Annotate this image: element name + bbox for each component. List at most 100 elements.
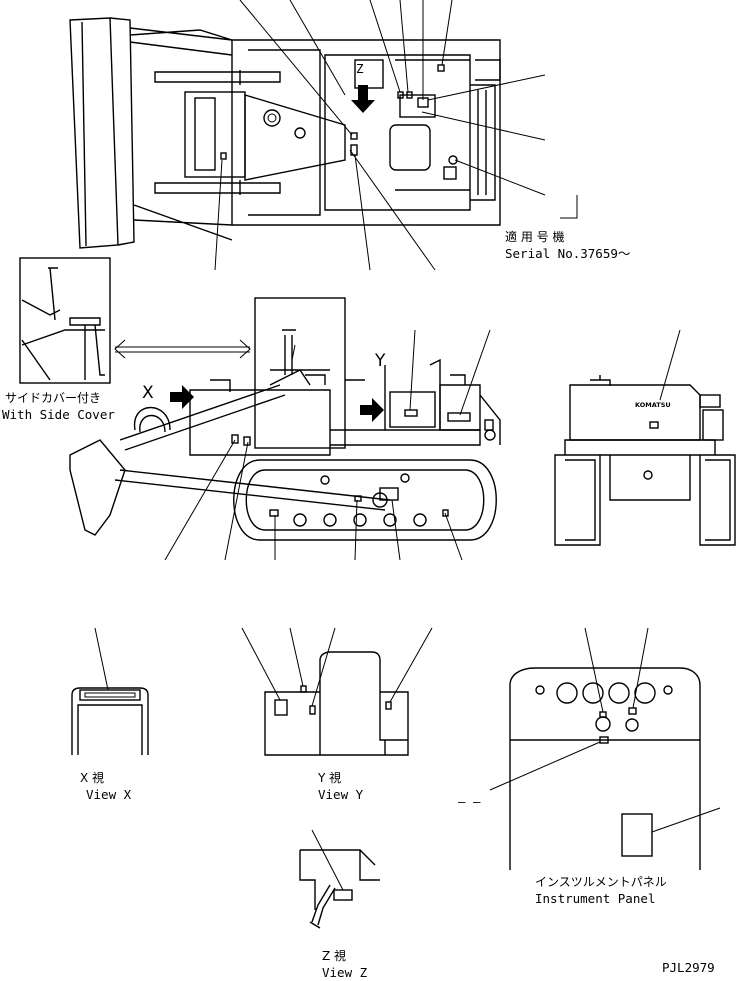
- rear-view-leader-line: [659, 329, 681, 401]
- top-view-push-arms: [129, 27, 233, 241]
- view-y-console: [264, 651, 409, 756]
- track-roller: [413, 513, 427, 527]
- instrument-panel-label-box: [599, 711, 607, 718]
- side-view-label-box: [269, 509, 279, 517]
- view-z-caption-en: View Z: [322, 965, 368, 980]
- view-y-caption-jp: Y 視: [317, 770, 341, 785]
- instrument-panel-dash: – –: [458, 794, 481, 809]
- rear-view-label-box: [649, 421, 659, 429]
- rear-view: KOMATSU: [554, 329, 736, 546]
- instrument-panel-label-box: [628, 707, 637, 715]
- side-view-label-box: [404, 409, 418, 417]
- track-roller: [383, 513, 397, 527]
- top-view-pivot-2: [294, 127, 306, 139]
- view-z-panel: [299, 849, 380, 910]
- view-z-direction-arrow: [351, 85, 375, 113]
- side-view-panel: [389, 391, 436, 428]
- view-x-label-plate-inner: [84, 692, 136, 698]
- view-y-label-box: [300, 685, 307, 693]
- view-y-label-box: [385, 701, 392, 710]
- instrument-panel-key-switch: [595, 716, 611, 732]
- top-view: Z 適 用 号 機 Serial No.37659～: [69, 0, 630, 271]
- top-view-seat: [389, 124, 431, 171]
- instrument-panel-gauge: [608, 682, 630, 704]
- top-view-tracks: [470, 59, 501, 201]
- top-view-panel: [399, 94, 436, 118]
- track-roller: [353, 513, 367, 527]
- view-y-label-box: [274, 699, 288, 716]
- instrument-panel-outline: [509, 667, 701, 870]
- instrument-panel: – – インスツルメントパネル Instrument Panel: [458, 627, 721, 906]
- instrument-panel-label-box: [599, 736, 609, 744]
- top-view-label-box: [350, 132, 358, 140]
- view-z: Z 視 View Z: [299, 829, 380, 980]
- side-cover-inset: サイドカバー付き With Side Cover: [2, 257, 251, 422]
- top-view-boom: [244, 94, 346, 181]
- serial-bracket: [560, 195, 578, 219]
- side-view-label-box: [231, 434, 239, 444]
- rear-view-hood: [569, 375, 701, 441]
- instrument-panel-switch: [625, 718, 639, 732]
- top-view-engine: [324, 54, 471, 211]
- view-x: X 視 View X: [71, 627, 149, 802]
- side-view-operator-area: [330, 358, 481, 446]
- side-view-engine: [439, 374, 501, 445]
- instrument-panel-gauge: [582, 682, 604, 704]
- view-z-caption-jp: Z 視: [322, 948, 346, 963]
- top-view-pivot-inner: [267, 113, 277, 123]
- side-cover-frame: [19, 257, 111, 384]
- top-view-pivot: [263, 109, 281, 127]
- rear-view-cap: [699, 394, 721, 408]
- top-view-leader-lines: [214, 0, 546, 271]
- side-cover-double-arrow: [114, 339, 251, 359]
- serial-label-en: Serial No.37659～: [505, 246, 630, 261]
- instrument-panel-caption-jp: インスツルメントパネル: [535, 875, 667, 889]
- top-view-label-box: [437, 64, 445, 72]
- instrument-panel-leader-lines: [489, 627, 721, 833]
- rear-view-brand-decal: KOMATSU: [635, 401, 671, 409]
- side-cover-drawing: [21, 267, 105, 381]
- marker-x: X: [142, 383, 154, 403]
- view-y-label-box: [309, 705, 316, 715]
- side-view-blade: [69, 439, 126, 536]
- top-view-label-box: [406, 91, 413, 99]
- side-view-bracket: [379, 487, 399, 501]
- side-view-label-box: [484, 419, 494, 431]
- side-view-track: [233, 459, 497, 541]
- top-view-label-box: [443, 166, 457, 180]
- side-view: X Y: [69, 297, 501, 561]
- marker-y: Y: [374, 351, 386, 371]
- instrument-panel-lamp: [663, 685, 673, 695]
- track-roller: [323, 513, 337, 527]
- view-x-direction-arrow: [170, 385, 194, 409]
- side-view-label-box: [442, 509, 449, 517]
- side-view-idler: [484, 429, 496, 441]
- side-view-boom: [114, 384, 391, 511]
- view-y-leader-lines: [241, 627, 433, 707]
- drawing-code: PJL2979: [662, 960, 715, 975]
- side-cover-label-jp: サイドカバー付き: [5, 391, 101, 405]
- side-view-label-box: [447, 412, 471, 422]
- view-y-direction-arrow: [360, 398, 384, 422]
- view-x-caption-en: View X: [86, 787, 132, 802]
- top-view-blade: [69, 17, 135, 249]
- view-z-label-box: [333, 889, 353, 901]
- side-view-label-box: [243, 436, 251, 446]
- rear-view-hitch: [643, 470, 653, 480]
- instrument-panel-gauge: [634, 682, 656, 704]
- instrument-panel-lamp: [535, 685, 545, 695]
- top-view-body: [231, 39, 501, 226]
- view-x-caption-jp: X 視: [80, 770, 104, 785]
- side-view-detail-box: [254, 297, 346, 449]
- instrument-panel-label-plate: [621, 813, 653, 857]
- serial-label-jp: 適 用 号 機: [505, 229, 564, 244]
- side-view-canopy: [269, 329, 326, 386]
- top-view-label-circle: [448, 155, 458, 165]
- top-view-cylinders: [154, 70, 281, 195]
- track-roller: [293, 513, 307, 527]
- top-view-canopy: [354, 59, 384, 89]
- marker-z: Z: [356, 61, 364, 76]
- top-view-frame-inner: [194, 97, 216, 171]
- side-cover-label-en: With Side Cover: [2, 407, 115, 422]
